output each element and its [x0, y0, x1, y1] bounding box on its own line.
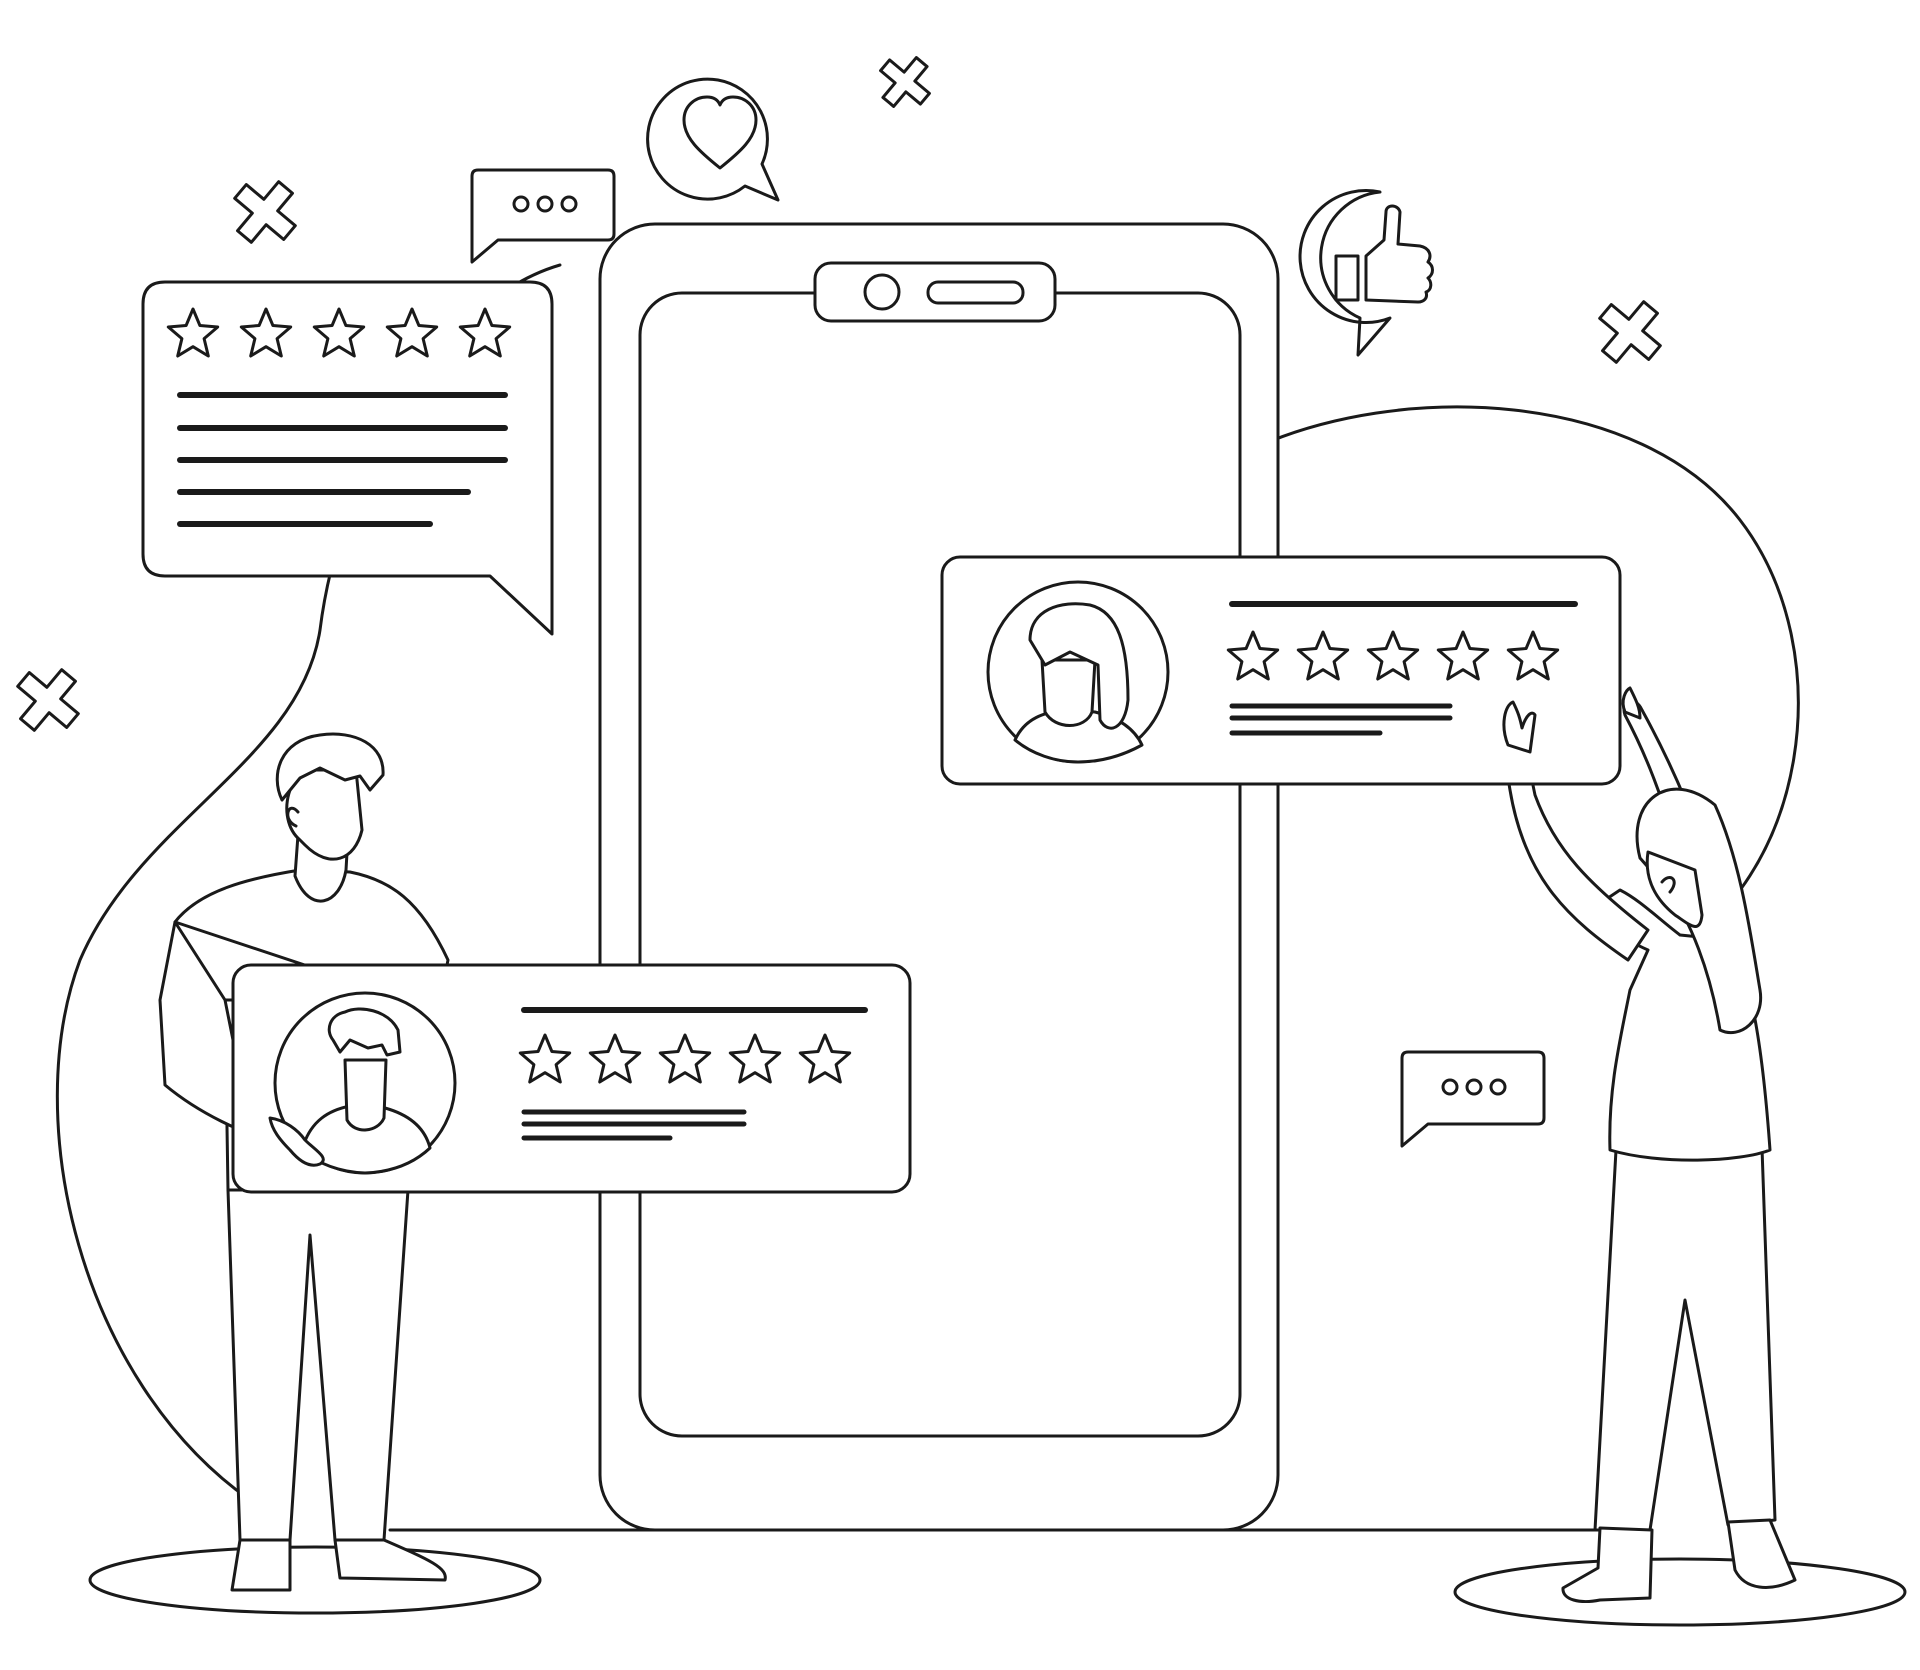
star-rating	[166, 307, 512, 358]
like-bubble	[1298, 189, 1434, 357]
heart-bubble	[646, 77, 780, 202]
phone-speaker	[926, 280, 1025, 305]
star-icon	[312, 307, 366, 358]
star-icon	[385, 307, 439, 358]
star-icon	[658, 1033, 712, 1084]
avatar-woman	[986, 580, 1170, 764]
star-icon	[166, 307, 220, 358]
star-rating	[518, 1033, 852, 1084]
woman-hand-right	[1621, 686, 1642, 720]
avatar-man	[273, 991, 457, 1175]
woman-hand-left	[1502, 700, 1537, 754]
star-icon	[1436, 630, 1490, 681]
review-card-bottom	[231, 963, 912, 1194]
ground-shadow-left	[88, 1545, 542, 1615]
star-icon	[1226, 630, 1280, 681]
woman-figure	[1498, 699, 1797, 1603]
sparkle-cross-icon	[233, 180, 297, 244]
typing-dots-icon	[1441, 1078, 1507, 1096]
star-icon	[518, 1033, 572, 1084]
star-rating	[1226, 630, 1560, 681]
star-icon	[798, 1033, 852, 1084]
thumbs-up-icon	[1334, 204, 1434, 304]
smartphone	[598, 222, 1280, 1532]
heart-icon	[682, 95, 758, 170]
star-icon	[239, 307, 293, 358]
front-camera	[863, 273, 901, 311]
review-bubble-top-left	[141, 280, 554, 636]
chat-bubble-typing	[470, 168, 616, 264]
sparkle-cross-icon	[1598, 300, 1662, 364]
star-icon	[1366, 630, 1420, 681]
background-blob-right	[1248, 405, 1800, 962]
sparkle-cross-icon	[16, 668, 80, 732]
man-hand	[268, 1116, 325, 1167]
star-icon	[1296, 630, 1350, 681]
star-icon	[458, 307, 512, 358]
star-icon	[728, 1033, 782, 1084]
chat-bubble-typing	[1400, 1050, 1546, 1148]
sparkle-cross-icon	[879, 56, 931, 108]
star-icon	[1506, 630, 1560, 681]
ground-shadow-right	[1453, 1557, 1907, 1627]
star-icon	[588, 1033, 642, 1084]
typing-dots-icon	[512, 195, 578, 213]
review-card-right	[940, 555, 1622, 786]
